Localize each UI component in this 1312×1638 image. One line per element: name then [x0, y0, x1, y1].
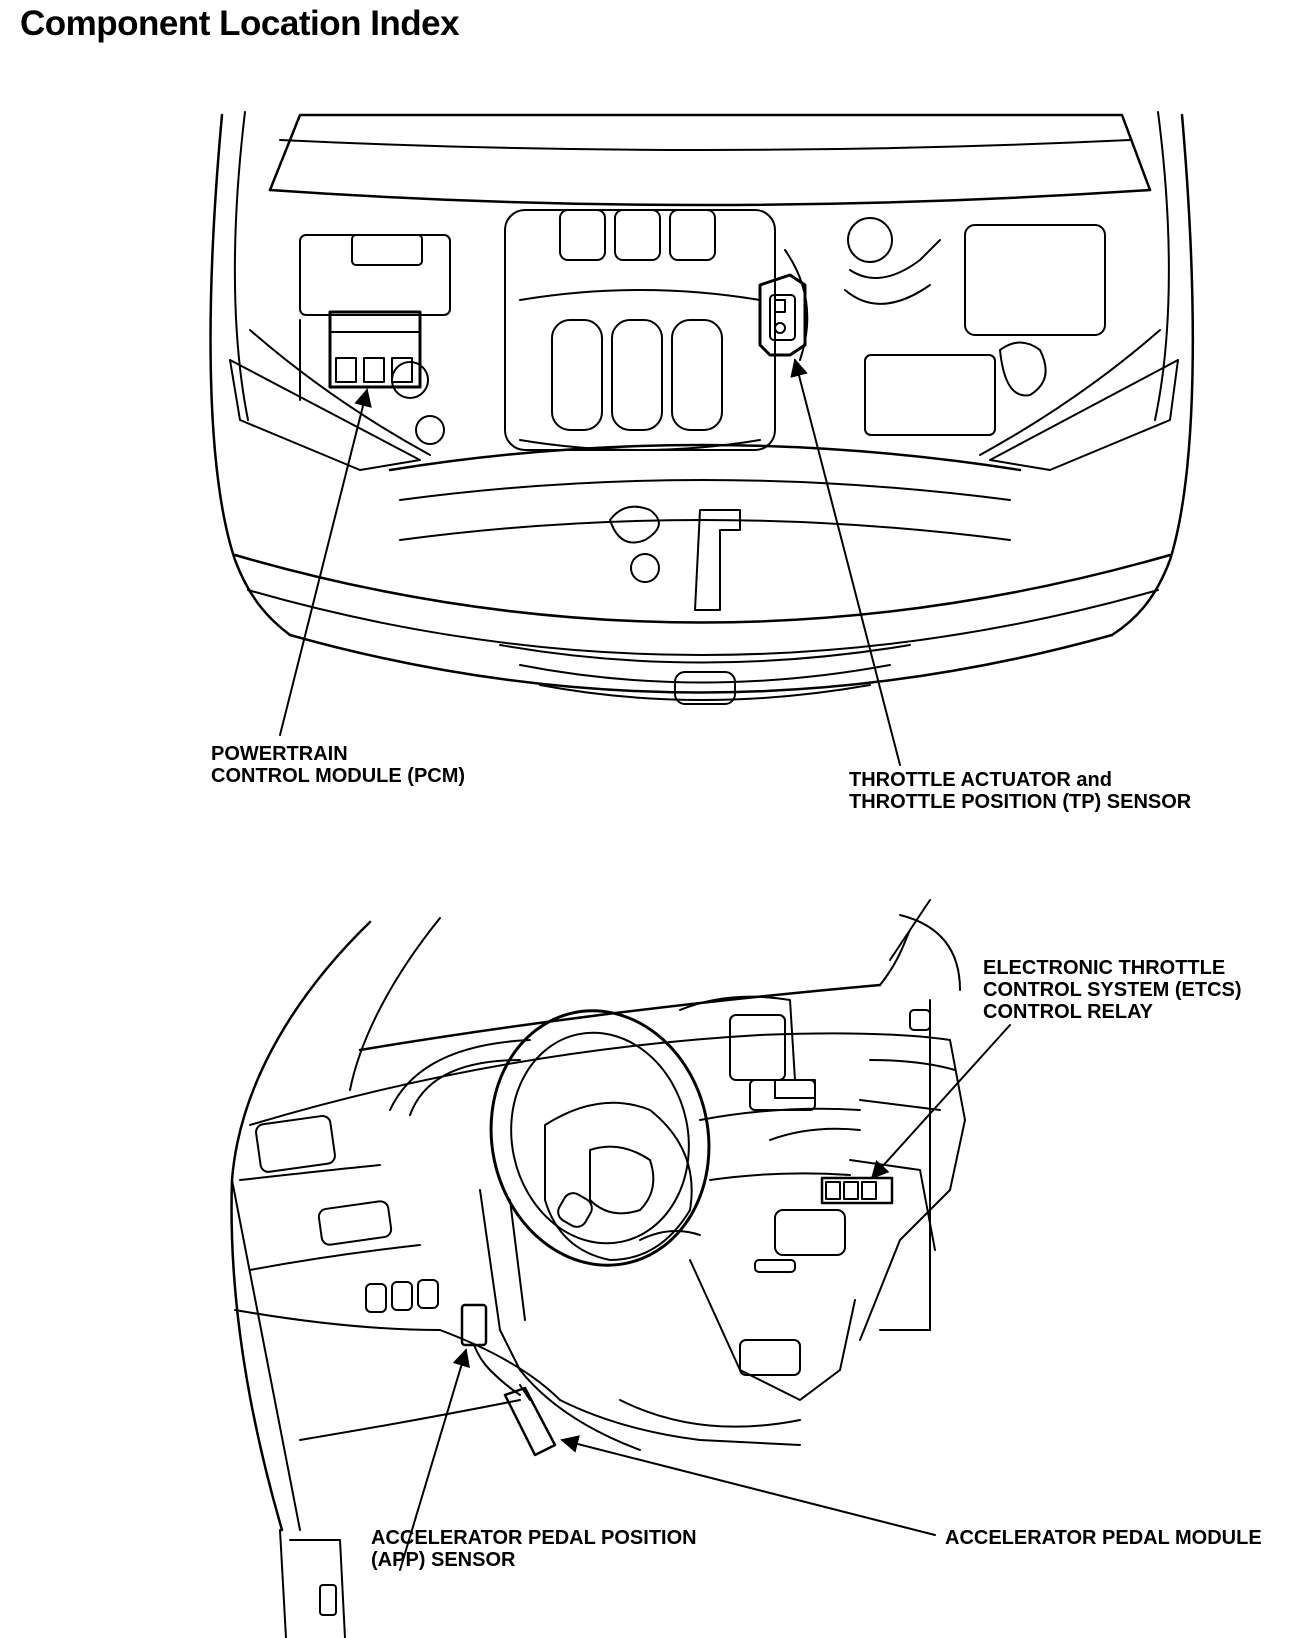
pcm-component [328, 310, 422, 389]
app-sensor-label-line1: ACCELERATOR PEDAL POSITION [371, 1527, 697, 1549]
pcm-label-line2: CONTROL MODULE (PCM) [211, 765, 466, 787]
etcs-label-line1: ELECTRONIC THROTTLE [983, 957, 1226, 979]
dashboard-illustration [230, 899, 966, 1638]
throttle-label-line1: THROTTLE ACTUATOR and [849, 769, 1112, 791]
app-sensor-label-line2: (APP) SENSOR [371, 1549, 516, 1571]
pedal-module-label: ACCELERATOR PEDAL MODULE [945, 1527, 1262, 1549]
etcs-leader-line [870, 1024, 1011, 1180]
etcs-relay-component [820, 1176, 894, 1205]
page-title: Component Location Index [20, 4, 460, 43]
pcm-label-line1: POWERTRAIN [211, 743, 348, 765]
engine-bay-illustration [209, 111, 1195, 705]
throttle-leader-line [790, 358, 901, 766]
accelerator-pedal-component [503, 1384, 557, 1457]
pedal-module-leader-line [560, 1435, 936, 1536]
throttle-label-line2: THROTTLE POSITION (TP) SENSOR [849, 791, 1192, 813]
pcm-leader-line [279, 388, 372, 736]
throttle-body-component [758, 273, 807, 357]
etcs-label-line3: CONTROL RELAY [983, 1001, 1154, 1023]
app-leader-line [399, 1348, 470, 1571]
etcs-label-line2: CONTROL SYSTEM (ETCS) [983, 979, 1242, 1001]
app-sensor-component [460, 1303, 521, 1396]
